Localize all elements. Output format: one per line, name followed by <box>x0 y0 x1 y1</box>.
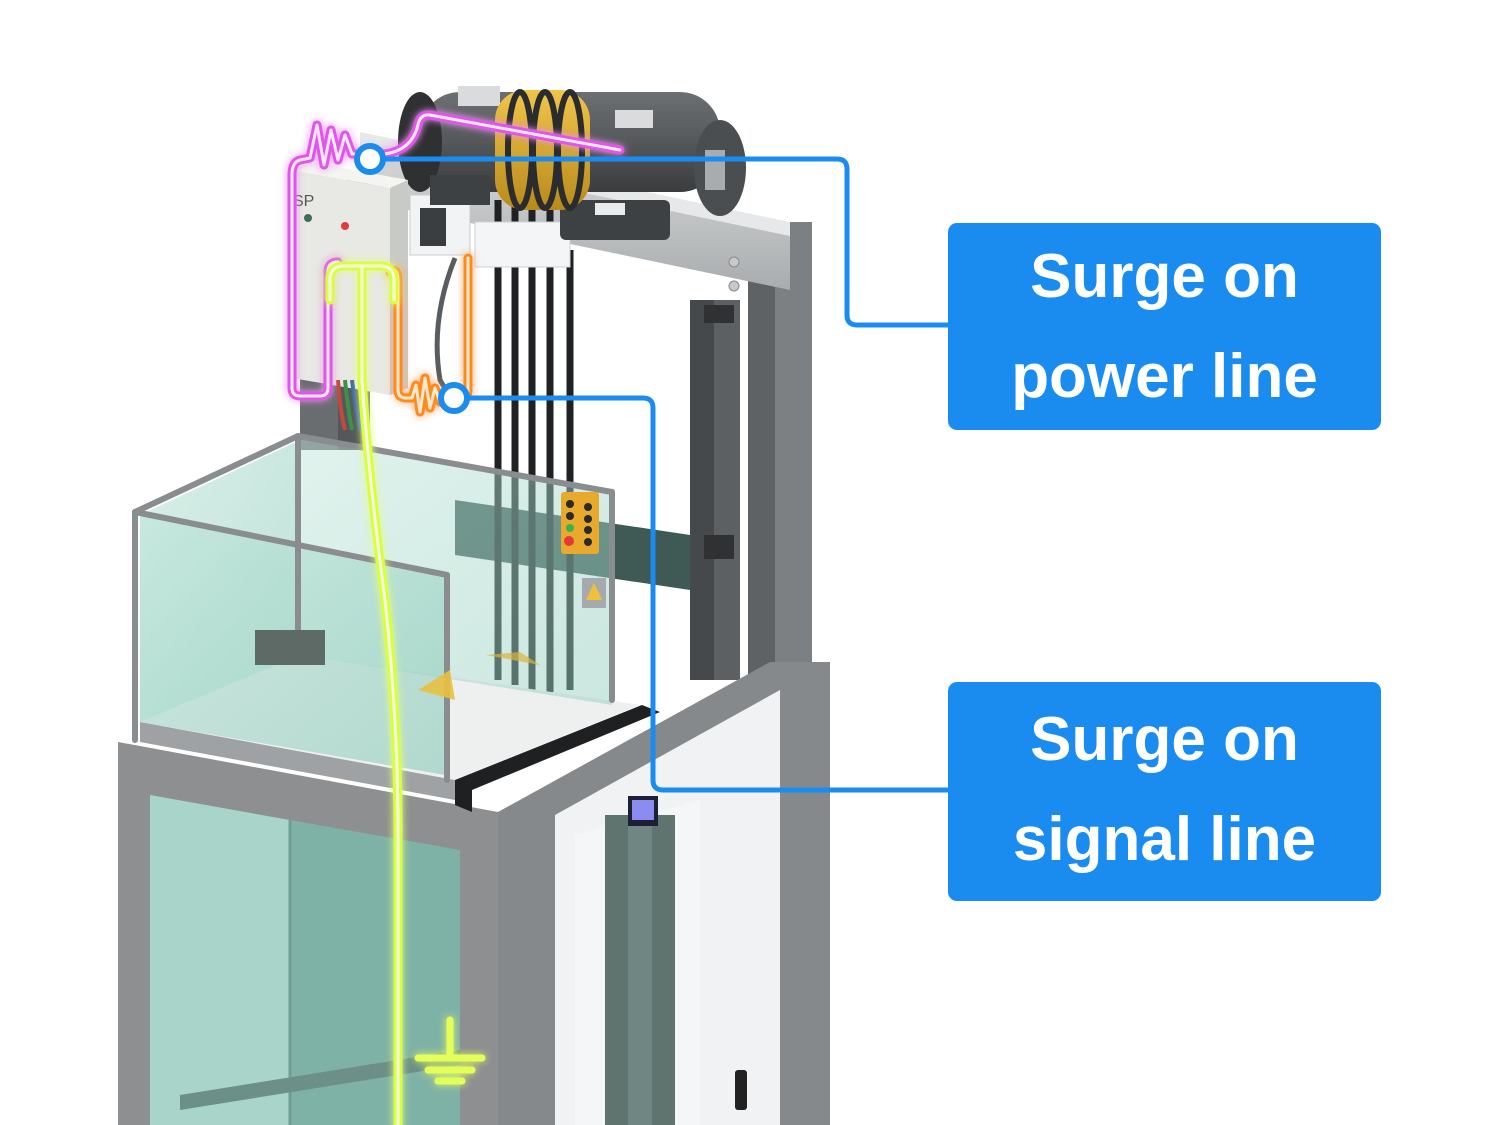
power-callout-leader <box>354 143 948 328</box>
inspection-control-box <box>561 492 599 554</box>
signal-surge-marker <box>438 382 470 414</box>
callout-power-line-1: Surge on <box>1030 242 1299 311</box>
power-line-surge <box>287 110 625 401</box>
cabin-top <box>132 432 640 800</box>
callout-power-line: Surge on power line <box>948 223 1381 430</box>
callout-signal-line-2: signal line <box>1012 805 1317 874</box>
signal-callout-leader <box>438 382 948 793</box>
ground-icon <box>414 1016 486 1085</box>
power-surge-marker <box>354 143 386 175</box>
control-box-mark: SP <box>293 193 314 210</box>
callout-power-line-2: power line <box>1011 342 1318 411</box>
ground-path <box>325 261 403 1125</box>
electrical-warning-box <box>582 578 606 608</box>
floor-indicator <box>628 796 658 826</box>
callout-signal-line-1: Surge on <box>1030 705 1299 774</box>
cabin-body <box>118 662 830 1125</box>
brake-coil <box>495 89 590 211</box>
callout-signal-line: Surge on signal line <box>948 682 1381 901</box>
